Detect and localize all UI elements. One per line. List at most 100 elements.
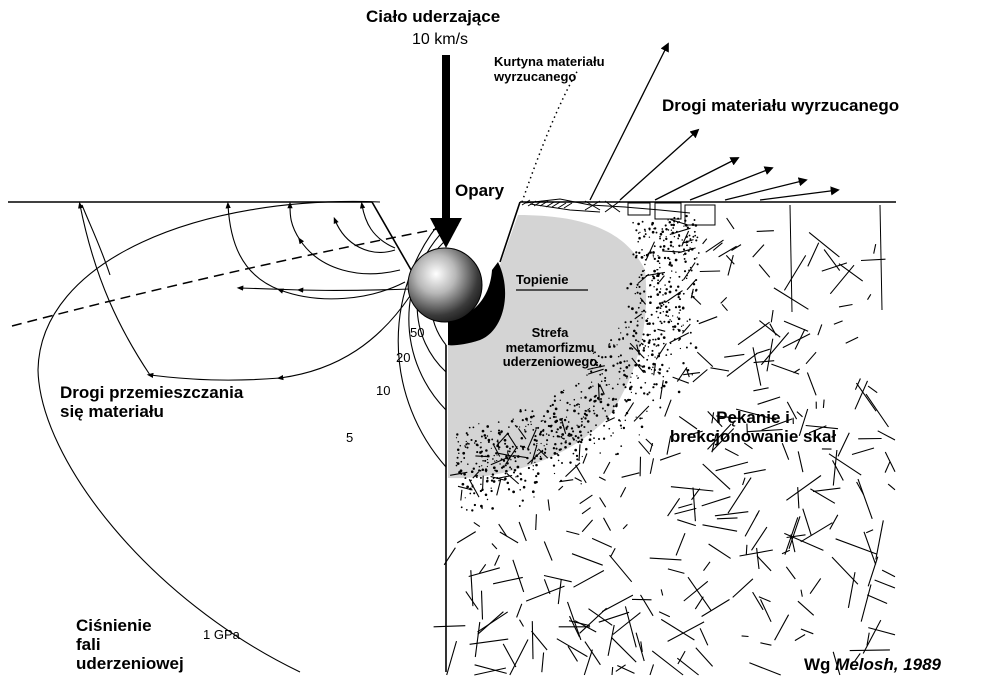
- stipple-dot: [546, 410, 549, 413]
- stipple-dot: [622, 337, 624, 339]
- stipple-dot: [482, 468, 485, 471]
- fracture-mark: [660, 453, 681, 460]
- stipple-dot: [670, 353, 672, 355]
- stipple-dot: [665, 354, 667, 356]
- fracture-mark: [807, 373, 816, 396]
- stipple-dot: [544, 452, 546, 454]
- stipple-dot: [515, 460, 517, 462]
- stipple-dot: [487, 459, 488, 460]
- stipple-dot: [456, 437, 457, 438]
- stipple-dot: [531, 410, 533, 412]
- fracture-mark: [703, 239, 707, 244]
- stipple-dot: [602, 393, 604, 395]
- fracture-mark: [759, 321, 780, 338]
- stipple-dot: [672, 315, 673, 316]
- stipple-dot: [509, 448, 511, 450]
- fracture-mark: [798, 487, 799, 508]
- stipple-dot: [659, 238, 661, 240]
- fracture-mark: [434, 626, 466, 627]
- fracture-mark: [829, 454, 861, 475]
- fracture-mark: [711, 368, 730, 371]
- stipple-dot: [692, 374, 693, 375]
- fracture-mark: [542, 653, 544, 673]
- stipple-dot: [485, 494, 488, 497]
- fracture-mark: [700, 628, 708, 645]
- fracture-mark: [611, 637, 636, 662]
- stipple-dot: [480, 447, 482, 449]
- stipple-dot: [522, 419, 524, 421]
- stipple-dot: [663, 304, 664, 305]
- stipple-dot: [683, 225, 684, 226]
- fracture-mark: [850, 650, 890, 651]
- stipple-dot: [586, 374, 587, 375]
- stipple-dot: [678, 317, 681, 320]
- fracture-mark: [566, 531, 579, 534]
- stipple-dot: [530, 421, 531, 422]
- stipple-dot: [626, 287, 628, 289]
- stipple-dot: [517, 466, 520, 469]
- stipple-dot: [644, 229, 646, 231]
- fracture-mark: [650, 664, 654, 675]
- stipple-dot: [491, 438, 493, 440]
- stipple-dot: [563, 392, 564, 393]
- stipple-dot: [559, 426, 562, 429]
- stipple-dot: [649, 285, 650, 286]
- stipple-dot: [480, 505, 483, 508]
- stipple-dot: [477, 444, 479, 446]
- fracture-mark: [858, 479, 872, 519]
- stipple-dot: [650, 296, 652, 298]
- fracture-mark: [876, 520, 884, 559]
- fracture-mark: [650, 558, 682, 560]
- stipple-dot: [457, 457, 459, 459]
- stipple-dot: [648, 367, 651, 370]
- stipple-dot: [579, 430, 582, 433]
- stipple-dot: [524, 480, 526, 482]
- fracture-mark: [574, 571, 604, 588]
- stipple-dot: [587, 420, 590, 423]
- stipple-dot: [554, 395, 556, 397]
- stipple-dot: [642, 270, 644, 272]
- stipple-dot: [544, 445, 545, 446]
- stipple-dot: [694, 258, 696, 260]
- metamorphism-line-2: metamorfizmu: [480, 341, 620, 356]
- stipple-dot: [637, 320, 639, 322]
- impactor-ball: [408, 248, 482, 322]
- stipple-dot: [528, 467, 530, 469]
- fracture-mark: [497, 479, 501, 495]
- fracture-mark: [757, 231, 774, 232]
- stipple-dot: [653, 228, 655, 230]
- stipple-dot: [680, 348, 681, 349]
- stipple-dot: [520, 478, 523, 481]
- stipple-dot: [466, 486, 469, 489]
- stipple-dot: [505, 464, 507, 466]
- stipple-dot: [637, 292, 639, 294]
- fracture-mark: [623, 524, 627, 529]
- stipple-dot: [579, 406, 580, 407]
- fracture-mark: [470, 639, 509, 644]
- stipple-dot: [641, 311, 643, 313]
- fracture-mark: [784, 255, 805, 290]
- stipple-dot: [663, 336, 666, 339]
- fracture-mark: [612, 667, 613, 675]
- fracture-mark: [532, 631, 548, 650]
- fracture-mark: [659, 276, 664, 283]
- credit-author: Melosh: [835, 655, 894, 674]
- stipple-dot: [485, 449, 488, 452]
- stipple-dot: [574, 405, 576, 407]
- stipple-dot: [587, 431, 589, 433]
- stipple-dot: [594, 395, 596, 397]
- stipple-dot: [456, 433, 458, 435]
- shock-pressure-line-1: Ciśnienie: [76, 616, 184, 635]
- stipple-dot: [668, 302, 670, 304]
- stipple-dot: [531, 424, 532, 425]
- stipple-dot: [535, 475, 537, 477]
- stipple-dot: [612, 432, 614, 434]
- stipple-dot: [682, 307, 684, 309]
- fracture-mark: [492, 544, 497, 550]
- stipple-dot: [505, 470, 508, 473]
- fracture-mark: [675, 508, 697, 514]
- fracture-mark: [677, 520, 696, 526]
- stipple-dot: [493, 480, 496, 483]
- stipple-dot: [643, 290, 645, 292]
- stipple-dot: [666, 236, 667, 237]
